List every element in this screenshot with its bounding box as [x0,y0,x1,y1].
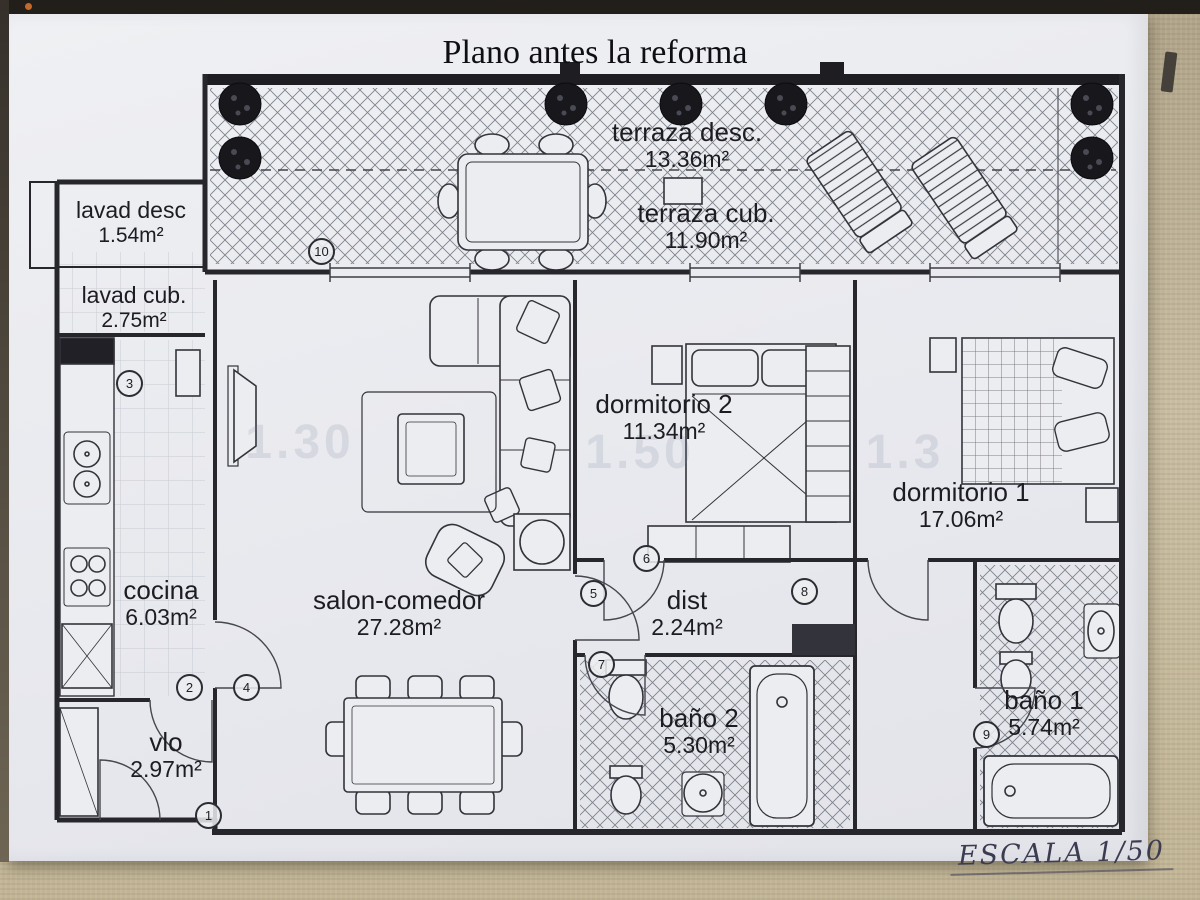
hall-closet [59,707,99,817]
service-shaft [29,181,58,269]
plan-marker-3: 3 [116,370,143,397]
room-name: lavad desc [76,197,186,223]
room-label-dist: dist 2.24m² [651,585,723,641]
room-label-dormitorio-1: dormitorio 1 17.06m² [892,477,1030,533]
room-area: 5.30m² [663,732,735,759]
room-label-terraza-desc: terraza desc. 13.36m² [611,117,763,173]
room-area: 17.06m² [918,506,1004,533]
room-name: vlo [149,727,183,757]
room-label-bano-1: baño 1 5.74m² [1004,685,1084,741]
room-name: terraza cub. [637,198,775,228]
bleedthrough-text: 1.30 [245,416,355,469]
room-label-salon-comedor: salon-comedor 27.28m² [313,585,485,641]
tv-unit [227,365,257,467]
room-name: dist [666,585,708,615]
room-area: 11.34m² [622,418,706,445]
room-name: baño 1 [1004,685,1084,715]
bed-dormitorio-1 [929,337,1119,523]
bleedthrough-text: 1.50 [585,426,695,479]
room-area: 11.90m² [664,227,748,254]
scan-edge-left [0,0,9,862]
room-name: lavad cub. [81,282,187,308]
plan-marker-2: 2 [176,674,203,701]
plan-marker-8: 8 [791,578,818,605]
scale-note: ESCALA 1/50 [949,835,1174,876]
room-area: 2.24m² [651,614,723,641]
room-label-dormitorio-2: dormitorio 2 11.34m² [595,389,733,445]
room-label-lavad-cub: lavad cub. 2.75m² [81,282,187,332]
salon-dining-set [325,675,523,815]
sofa [429,295,571,527]
armchair [424,523,506,597]
plan-marker-1: 1 [195,802,222,829]
scan-edge-top [0,0,1200,14]
room-area: 2.75m² [101,308,167,332]
room-area: 1.54m² [98,223,164,247]
room-label-terraza-cub: terraza cub. 11.90m² [637,198,775,254]
terrace-dining-set [437,133,607,271]
room-label-cocina: cocina 6.03m² [123,575,199,631]
room-name: cocina [123,575,199,605]
bathroom-2-fixtures [605,659,815,827]
kitchen-fixtures [59,337,201,697]
room-area: 2.97m² [130,756,202,783]
scan-artifact-dot [25,3,32,10]
door-swings [99,559,1036,821]
room-name: salon-comedor [313,585,485,615]
plan-marker-9: 9 [973,721,1000,748]
room-label-vlo: vlo 2.97m² [130,727,202,783]
plan-marker-6: 6 [633,545,660,572]
side-table [513,513,571,571]
wall-stub [792,624,855,655]
plan-marker-4: 4 [233,674,260,701]
terrace-mat [663,177,703,205]
windows [329,263,1061,282]
room-name: baño 2 [659,703,739,733]
room-area: 27.28m² [356,614,442,641]
room-name: dormitorio 1 [892,477,1030,507]
terrace-railing [205,74,1122,85]
room-name: dormitorio 2 [595,389,733,419]
bathroom-1-fixtures [983,583,1121,827]
plan-marker-10: 10 [308,238,335,265]
room-area: 5.74m² [1008,714,1080,741]
room-name: terraza desc. [611,117,763,147]
plan-marker-7: 7 [588,651,615,678]
plan-marker-5: 5 [580,580,607,607]
room-label-bano-2: baño 2 5.30m² [659,703,739,759]
sun-lounger [806,130,913,254]
room-area: 6.03m² [125,604,197,631]
rug-coffee-table [361,391,497,513]
room-label-lavad-desc: lavad desc 1.54m² [76,197,186,247]
walls [29,62,1125,835]
terrace-plants [218,82,1114,180]
room-area: 13.36m² [644,146,730,173]
sun-lounger [911,136,1018,260]
plan-title: Plano antes la reforma [442,34,748,71]
wardrobe-dormitorio-2 [805,345,851,523]
bleedthrough-text: 1.3 [865,426,945,479]
